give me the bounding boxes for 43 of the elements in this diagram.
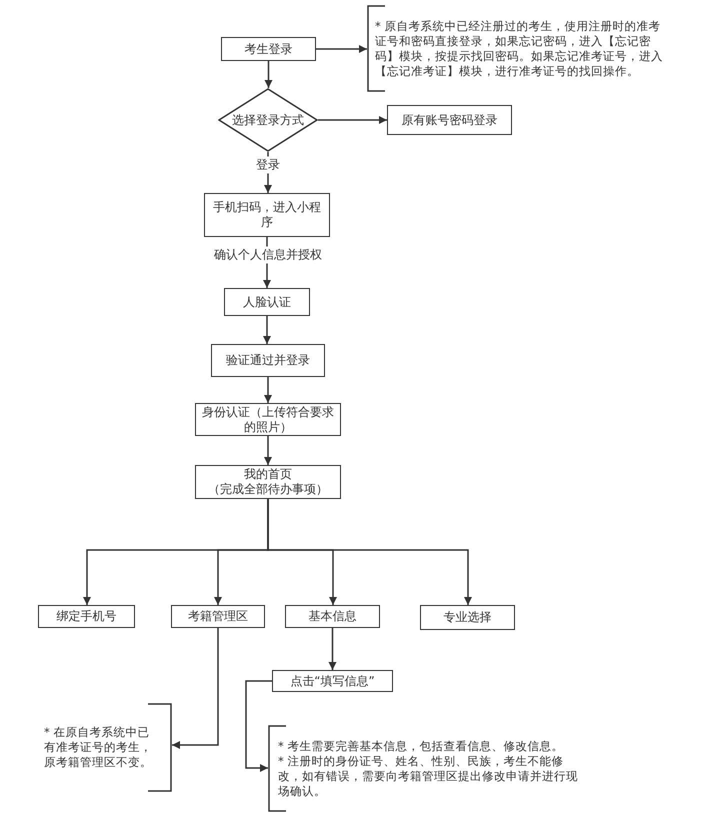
node-label: （完成全部待办事项） (208, 482, 328, 497)
note-text: * 考生需要完善基本信息，包括查看信息、修改信息。 (278, 738, 564, 754)
node-label: 基本信息 (308, 609, 356, 624)
process-box (387, 105, 512, 135)
node-label: 绑定手机号 (56, 609, 116, 624)
arrow (263, 316, 271, 344)
node-label: 原有账号密码登录 (402, 112, 498, 128)
process-box (224, 288, 310, 316)
edge-label: 确认个人信息并授权 (212, 246, 324, 264)
decision-diamond (218, 88, 318, 152)
node-heading: 我的首页 (244, 467, 292, 482)
node-label: 手机扫码，进入小程序 (212, 200, 322, 230)
arrow (245, 680, 272, 772)
note-text: * 注册时的身份证号、姓名、性别、民族，考生不能修改，如有错误，需要向考籍管理区提出修改申请并进行现场确认。 (278, 754, 579, 798)
node-label: 专业选择 (444, 610, 492, 625)
arrow (318, 116, 387, 124)
process-box (221, 37, 316, 61)
process-box (272, 670, 393, 692)
process-box (38, 605, 135, 628)
node-label: 选择登录方式 (232, 112, 304, 128)
process-box (211, 344, 325, 377)
arrow (264, 377, 272, 403)
process-box (204, 193, 330, 237)
process-box (195, 403, 341, 436)
process-box (195, 465, 341, 499)
arrow (316, 45, 367, 53)
edge-label: 登录 (254, 156, 282, 174)
arrow (264, 436, 272, 465)
node-label: 验证通过并登录 (226, 353, 310, 368)
note-text: * 原自考系统中已经注册过的考生，使用注册时的准考证号和密码直接登录，如果忘记密码，进入【忘记密码】模块，按提示找回密码。如果忘记准考证号，进入【忘记准考证】模块，进行准考证号的找回操作。 (375, 18, 663, 78)
process-box (171, 605, 265, 628)
node-label: 人脸认证 (243, 294, 291, 310)
note-text: * 在原自考系统中已有准考证号的考生，原考籍管理区不变。 (44, 725, 153, 770)
node-label: 身份认证（上传符合要求的照片） (201, 404, 335, 434)
process-box (285, 605, 380, 628)
arrow (267, 499, 472, 605)
arrow (328, 628, 336, 670)
node-label: 考生登录 (244, 42, 292, 56)
process-box (420, 605, 515, 630)
node-label: 考籍管理区 (188, 609, 248, 624)
node-label: 点击“填写信息” (290, 674, 375, 688)
arrow (264, 61, 272, 88)
arrow (172, 628, 219, 749)
